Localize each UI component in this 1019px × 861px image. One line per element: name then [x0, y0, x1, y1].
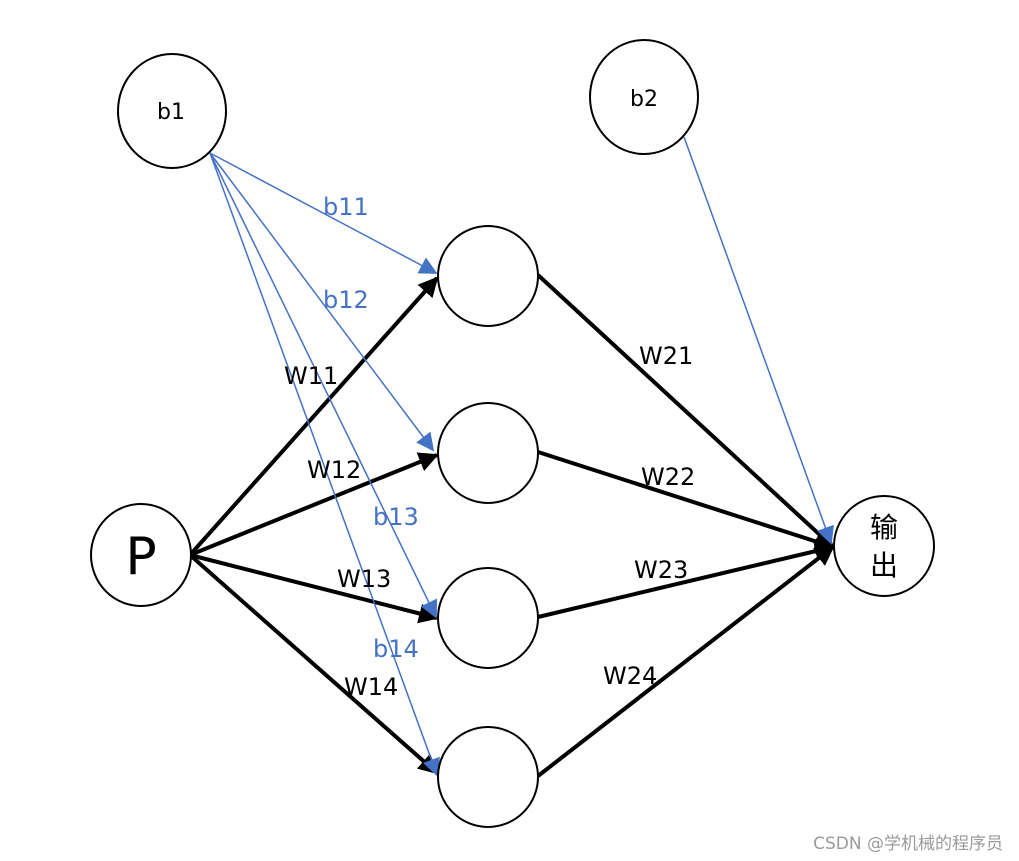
edge-w24 — [536, 545, 835, 778]
edge-b13 — [209, 152, 437, 619]
edge-b12 — [209, 152, 435, 452]
label-b14: b14 — [373, 635, 419, 663]
input-node-p — [90, 503, 192, 607]
edge-w23 — [537, 541, 835, 619]
edge-b14 — [209, 152, 440, 777]
edge-w11 — [188, 276, 439, 557]
output-node — [833, 495, 935, 597]
output-label-line2: 出 — [870, 549, 898, 582]
edge-w21 — [536, 273, 835, 549]
bias-node-b1 — [117, 53, 227, 169]
edge-w14 — [188, 553, 439, 775]
hidden-node-4 — [437, 726, 539, 828]
label-b11: b11 — [323, 193, 369, 221]
label-w13: W13 — [337, 565, 391, 593]
edge-b2-output — [683, 136, 834, 545]
output-label-line1: 输 — [870, 511, 898, 544]
edge-b11 — [209, 152, 438, 274]
label-w23: W23 — [634, 556, 688, 584]
label-w12: W12 — [307, 456, 361, 484]
label-w21: W21 — [639, 342, 693, 370]
label-w14: W14 — [344, 673, 398, 701]
input-p-label: P — [125, 527, 156, 587]
bias-node-b2 — [589, 39, 699, 155]
edge-w22 — [537, 450, 835, 552]
label-b13: b13 — [373, 503, 419, 531]
bias-b1-label: b1 — [157, 100, 185, 125]
edge-w12 — [189, 452, 439, 557]
hidden-node-2 — [437, 402, 539, 504]
hidden-node-3 — [437, 567, 539, 669]
label-w24: W24 — [603, 662, 657, 690]
edge-w13 — [189, 553, 439, 624]
label-b12: b12 — [323, 286, 369, 314]
label-w22: W22 — [641, 463, 695, 491]
watermark: CSDN @学机械的程序员 — [813, 834, 1003, 854]
bias-b2-label: b2 — [630, 87, 658, 112]
label-w11: W11 — [284, 362, 338, 390]
hidden-node-1 — [437, 225, 539, 327]
